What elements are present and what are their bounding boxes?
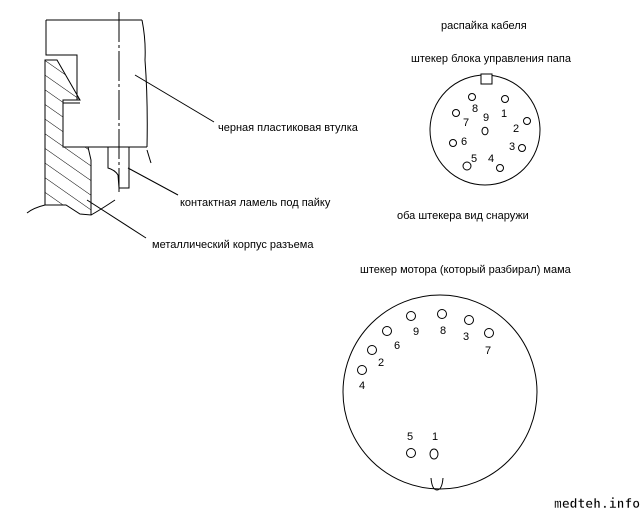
pin-label: 4 xyxy=(488,153,494,165)
pin-label: 3 xyxy=(509,141,515,153)
motor-plug-title: штекер мотора (который разбирал) мама xyxy=(360,264,572,276)
pin-hole xyxy=(468,93,476,101)
pin-hole xyxy=(449,139,457,147)
pin-label: 6 xyxy=(461,136,467,148)
pin-label: 4 xyxy=(359,380,365,392)
control-plug xyxy=(429,73,541,186)
pin-hole xyxy=(464,315,474,325)
view-note: оба штекера вид снаружи xyxy=(397,210,529,222)
leader-contact xyxy=(127,167,179,196)
pin-label: 5 xyxy=(471,153,477,165)
pin-hole xyxy=(452,109,460,117)
pin-label: 1 xyxy=(432,431,438,443)
pin-label: 1 xyxy=(501,108,507,120)
pin-hole xyxy=(501,95,509,103)
pin-label: 5 xyxy=(407,431,413,443)
pin-label: 8 xyxy=(472,103,478,115)
pin-label: 2 xyxy=(378,357,384,369)
control-plug-title: штекер блока управления папа xyxy=(411,53,572,65)
pin-hole xyxy=(406,311,416,321)
pin-hole xyxy=(481,126,489,136)
pin-hole xyxy=(462,161,472,171)
plug-key xyxy=(430,477,444,491)
pin-hole xyxy=(496,164,504,172)
cable-pinout-title: распайка кабеля xyxy=(441,20,527,32)
pin-label: 2 xyxy=(513,123,519,135)
pin-hole xyxy=(367,345,377,355)
leader-body xyxy=(86,199,147,239)
connector-section-drawing xyxy=(26,12,215,239)
pin-hole xyxy=(382,326,392,336)
pin-hole xyxy=(518,144,526,152)
pin-label: 8 xyxy=(440,325,446,337)
motor-pin-labels: 9 8 3 7 6 2 4 5 1 xyxy=(359,325,491,443)
pin-label: 6 xyxy=(394,340,400,352)
control-pin-labels: 8 1 7 9 2 6 3 5 4 xyxy=(461,103,519,165)
pin-hole xyxy=(429,448,439,460)
pin-hole xyxy=(437,309,447,319)
pin-hole xyxy=(406,448,416,458)
pin-label: 9 xyxy=(413,326,419,338)
pin-label: 7 xyxy=(485,345,491,357)
pin-hole xyxy=(357,365,367,375)
pin-hole xyxy=(484,328,494,338)
contact-pin-outline xyxy=(107,147,130,189)
plug-key xyxy=(480,73,493,85)
label-contact-lamel: контактная ламель под пайку xyxy=(180,197,331,209)
metal-body-hatched xyxy=(44,59,92,216)
label-plastic-sleeve: черная пластиковая втулка xyxy=(218,122,359,134)
pin-label: 7 xyxy=(463,117,469,129)
pin-label: 9 xyxy=(483,112,489,124)
motor-plug xyxy=(342,294,538,491)
pin-hole xyxy=(523,117,531,125)
pin-label: 3 xyxy=(463,331,469,343)
leader-sleeve xyxy=(134,74,215,123)
label-metal-body: металлический корпус разъема xyxy=(152,239,314,251)
watermark: medteh.info xyxy=(554,497,640,512)
